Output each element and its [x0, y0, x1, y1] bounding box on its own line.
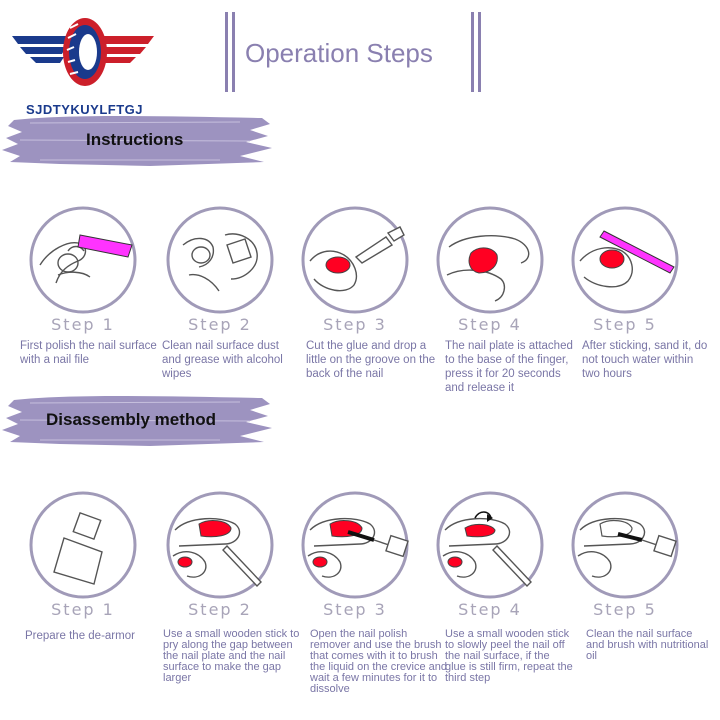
step-description: Use a small wooden stick to slowly peel … — [445, 628, 573, 684]
step-label: Step 3 — [323, 600, 387, 619]
step-description: The nail plate is attached to the base o… — [445, 340, 573, 394]
step-label: Step 1 — [51, 600, 115, 619]
title-bar-left-inner — [232, 12, 235, 92]
step-description: Cut the glue and drop a little on the gr… — [306, 340, 436, 380]
disassembly-heading: Disassembly method — [46, 410, 217, 429]
instructions-heading: Instructions — [86, 130, 184, 149]
disassembly-banner: Disassembly method — [0, 390, 275, 450]
brush-stroke-icon — [2, 396, 272, 446]
title-bar-right — [478, 12, 481, 92]
nutrition-oil-icon — [571, 491, 679, 599]
step-description: Prepare the de-armor — [25, 630, 135, 642]
title-bar-right-inner — [471, 12, 474, 92]
wooden-stick-icon — [166, 491, 274, 599]
step-description: Open the nail polish remover and use the… — [310, 628, 447, 695]
step-label: Step 5 — [593, 600, 657, 619]
peel-nail-icon — [436, 491, 544, 599]
press-nail-icon — [436, 206, 544, 314]
step-label: Step 3 — [323, 315, 387, 334]
step-description: Clean nail surface dust and grease with … — [162, 340, 283, 380]
brush-remover-icon — [301, 491, 409, 599]
step-description: After sticking, sand it, do not touch wa… — [582, 340, 708, 380]
tire-wings-logo-icon — [12, 18, 154, 86]
step-label: Step 5 — [593, 315, 657, 334]
step-label: Step 4 — [458, 315, 522, 334]
step-label: Step 2 — [188, 600, 252, 619]
title-bar-left — [225, 12, 228, 92]
brand-logo: SJDTYKUYLFTGJ — [8, 14, 158, 117]
nail-file-polish-icon — [29, 206, 137, 314]
sand-nail-icon — [571, 206, 679, 314]
remover-bottle-icon — [29, 491, 137, 599]
step-label: Step 4 — [458, 600, 522, 619]
step-label: Step 1 — [51, 315, 115, 334]
step-description: First polish the nail surface with a nai… — [20, 340, 157, 366]
step-description: Use a small wooden stick to pry along th… — [163, 628, 300, 684]
clean-nail-icon — [166, 206, 274, 314]
brand-name: SJDTYKUYLFTGJ — [26, 102, 144, 117]
page-title-block: Operation Steps — [225, 12, 481, 92]
page-title: Operation Steps — [245, 38, 433, 68]
instructions-banner: Instructions — [0, 110, 275, 170]
brush-stroke-icon — [2, 116, 272, 166]
step-label: Step 2 — [188, 315, 252, 334]
step-description: Clean the nail surface and brush with nu… — [586, 628, 709, 662]
glue-drop-icon — [301, 206, 409, 314]
